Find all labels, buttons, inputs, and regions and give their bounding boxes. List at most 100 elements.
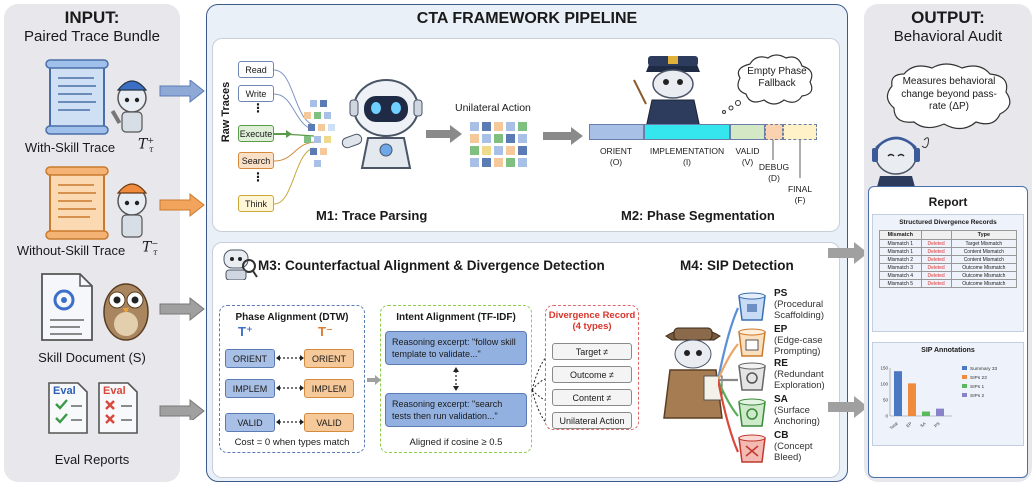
table-cell: Mismatch 4 xyxy=(879,271,922,280)
dtw-t-minus: T⁻ xyxy=(318,324,333,339)
token-mosaic-icon xyxy=(304,100,335,167)
chart-y-tick-label: 150 xyxy=(880,366,888,371)
chart-y-tick-label: 100 xyxy=(880,382,888,387)
implementation-name: IMPLEMENTATION xyxy=(649,146,725,156)
divergence-title-text: Divergence Record xyxy=(548,310,636,321)
tfidf-excerpt-without: Reasoning excerpt: "search tests then ru… xyxy=(385,393,527,427)
eval-pass-label: Eval xyxy=(53,385,76,397)
chart-legend-label: SIPs 23 xyxy=(970,375,987,381)
chart-legend-swatch xyxy=(962,384,967,388)
sip-sa-desc: (Surface Anchoring) xyxy=(774,405,820,427)
output-heading: OUTPUT: xyxy=(911,8,985,27)
table-cell: Mismatch 1 xyxy=(879,247,922,256)
records-title: Structured Divergence Records xyxy=(899,219,997,226)
divergence-content: Content ≠ xyxy=(552,389,632,406)
without-symbol-T: T xyxy=(142,239,152,256)
table-cell: Deleted xyxy=(920,279,952,288)
phase-orient-label: ORIENT(O) xyxy=(590,146,642,168)
table-cell: Outcome Mismatch xyxy=(950,279,1018,288)
detective-to-sip-lines xyxy=(718,307,740,453)
phase-valid-label: VALID(V) xyxy=(730,146,765,168)
eval-fail-report-icon xyxy=(98,382,138,434)
chart-legend-swatch xyxy=(962,375,967,379)
without-skill-scroll-icon xyxy=(45,166,148,240)
sip-ep: EP(Edge-case Prompting) xyxy=(774,324,834,357)
sip-ep-desc: (Edge-case Prompting) xyxy=(774,335,823,357)
without-symbol-sub: τ xyxy=(153,248,158,258)
table-cell: Mismatch 1 xyxy=(879,239,922,248)
table-header-type: Type xyxy=(950,230,1018,240)
debug-name: DEBUG xyxy=(758,162,790,172)
chart-legend-label: SIPs 1 xyxy=(970,384,984,390)
chart-y-tick-label: 0 xyxy=(885,414,888,419)
without-skill-label: Without-Skill Trace xyxy=(16,243,126,258)
output-bubble-icon xyxy=(886,63,1011,130)
table-cell: Deleted xyxy=(920,239,952,248)
empty-phase-bubble-icon xyxy=(737,54,813,105)
chart-legend-swatch xyxy=(962,366,967,370)
tfidf-title: Intent Alignment (TF-IDF) xyxy=(396,312,516,323)
sip-annotations-panel xyxy=(872,342,1024,446)
orient-name: ORIENT xyxy=(599,146,633,156)
table-cell: Deleted xyxy=(920,247,952,256)
chart-x-tick-label: PS xyxy=(933,421,941,429)
tool-search: Search xyxy=(238,152,274,169)
tfidf-excerpt-with: Reasoning excerpt: "follow skill templat… xyxy=(385,331,527,365)
tool-ellipsis-1: ⋮ xyxy=(252,101,264,115)
eval-fail-label: Eval xyxy=(103,385,126,397)
dtw-match-arrows xyxy=(276,355,304,425)
m3-title: M3: Counterfactual Alignment & Divergenc… xyxy=(258,258,605,273)
skill-document-label: Skill Document (S) xyxy=(38,350,146,365)
phase-debug-label: DEBUG(D) xyxy=(756,162,792,184)
segmentation-robot-icon xyxy=(633,56,701,128)
phase-debug-segment xyxy=(765,124,783,140)
table-cell: Outcome Mismatch xyxy=(950,271,1018,280)
dtw-row-3-left: VALID xyxy=(225,413,275,432)
final-name: FINAL xyxy=(787,184,813,194)
output-subheading: Behavioral Audit xyxy=(893,28,1003,45)
tfidf-alignment-arrow xyxy=(453,367,459,391)
m2-title: M2: Phase Segmentation xyxy=(621,208,775,223)
valid-abbr: (V) xyxy=(741,157,754,167)
debug-final-pointer-lines xyxy=(772,140,801,178)
arrow-tokens-to-phases xyxy=(543,127,583,145)
phase-final-label: FINAL(F) xyxy=(782,184,818,206)
raw-traces-label: Raw Traces xyxy=(220,81,232,143)
empty-phase-label: Empty Phase Fallback xyxy=(747,66,807,89)
sa-bucket-icon xyxy=(738,398,766,427)
detective-robot-icon xyxy=(223,249,258,280)
sip-ps-desc: (Procedural Scaffolding) xyxy=(774,299,824,321)
implementation-abbr: (I) xyxy=(682,157,692,167)
input-arrows xyxy=(159,80,205,420)
dtw-t-plus: T⁺ xyxy=(238,324,253,339)
dtw-row-2-right: IMPLEM xyxy=(304,379,354,398)
records-panel: Structured Divergence Records Mismatch T… xyxy=(872,214,1024,332)
token-grid-icon xyxy=(470,122,527,167)
arrow-robot-to-tokens xyxy=(426,125,462,143)
table-header-row: Mismatch Type xyxy=(879,230,1018,240)
table-cell: Mismatch 3 xyxy=(879,263,922,272)
tool-ellipsis-2: ⋮ xyxy=(252,170,264,184)
input-heading: INPUT: xyxy=(64,8,120,27)
orient-abbr: (O) xyxy=(609,157,623,167)
tool-read: Read xyxy=(238,61,274,78)
sip-annotations-title: SIP Annotations xyxy=(921,347,975,354)
pipeline-title: CTA FRAMEWORK PIPELINE xyxy=(416,10,638,27)
chart-y-tick-label: 50 xyxy=(883,398,889,403)
output-arrows xyxy=(828,242,868,418)
chart-bar xyxy=(936,408,944,416)
table-cell: Content Mismatch xyxy=(950,255,1018,264)
with-skill-symbol: T+τ xyxy=(138,136,154,154)
dtw-row-2-left: IMPLEM xyxy=(225,379,275,398)
phase-valid-segment xyxy=(730,124,765,140)
with-symbol-T: T xyxy=(138,136,148,153)
sip-sa: SA(Surface Anchoring) xyxy=(774,394,834,427)
divergence-target: Target ≠ xyxy=(552,343,632,360)
table-cell: Outcome Mismatch xyxy=(950,263,1018,272)
divergence-outcome: Outcome ≠ xyxy=(552,366,632,383)
sip-sa-code: SA xyxy=(774,394,788,405)
without-skill-symbol: T−τ xyxy=(142,239,158,258)
